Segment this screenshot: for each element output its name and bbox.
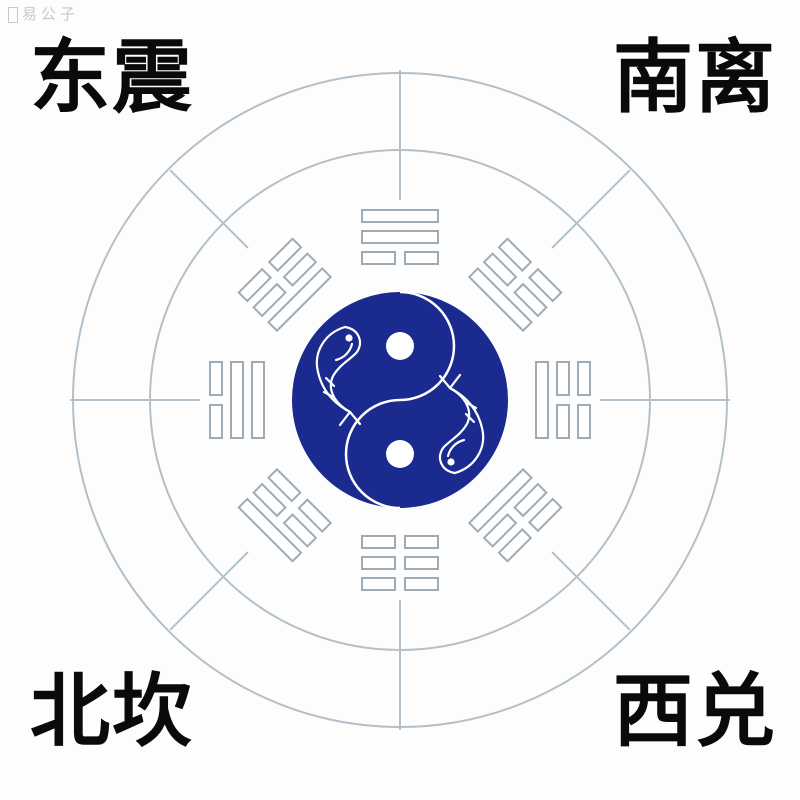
- trigram-line-broken: [282, 252, 318, 287]
- trigram-line-broken: [404, 251, 439, 265]
- trigram-line-broken: [361, 251, 396, 265]
- trigram-line-broken: [527, 497, 563, 533]
- trigram-line-broken: [404, 577, 439, 591]
- trigram-right: [535, 361, 591, 439]
- trigram-line-broken: [527, 267, 563, 303]
- trigram-line-broken: [209, 404, 223, 439]
- trigram-line-broken: [497, 527, 533, 563]
- direction-spokes: [70, 70, 730, 730]
- trigram-line-broken: [209, 361, 223, 396]
- trigram-line-solid: [361, 230, 439, 244]
- watermark-seal-icon: [8, 6, 18, 23]
- trigram-line-broken: [361, 556, 396, 570]
- trigram-line-broken: [237, 267, 273, 303]
- trigram-line-broken: [252, 282, 287, 318]
- trigram-top-left: [237, 237, 333, 333]
- trigram-line-solid: [535, 361, 549, 439]
- trigram-line-broken: [361, 535, 396, 549]
- trigram-line-broken: [577, 361, 591, 396]
- trigram-bottom-left: [237, 467, 333, 563]
- trigram-line-solid: [361, 209, 439, 223]
- trigram-line-broken: [404, 556, 439, 570]
- trigram-line-broken: [282, 513, 318, 548]
- taiji-divider: [344, 290, 456, 510]
- fish-right-icon: [438, 373, 485, 475]
- trigram-line-broken: [513, 482, 548, 518]
- trigram-line-broken: [267, 237, 303, 273]
- label-north-kan: 北坎: [30, 665, 194, 758]
- trigram-line-solid: [251, 361, 265, 439]
- spoke-bottom-left: [169, 551, 249, 631]
- taiji-eye-lower: [386, 440, 414, 468]
- trigram-line-broken: [556, 361, 570, 396]
- trigram-bottom: [361, 535, 439, 591]
- trigram-line-broken: [404, 535, 439, 549]
- trigram-top: [361, 209, 439, 265]
- watermark: 易公子: [8, 3, 79, 24]
- trigram-line-broken: [252, 482, 287, 518]
- trigram-line-solid: [467, 467, 533, 533]
- label-east-zhen: 东震: [30, 31, 194, 124]
- trigram-line-broken: [577, 404, 591, 439]
- trigram-top-right: [467, 237, 563, 333]
- spoke-top-right: [551, 169, 631, 249]
- trigram-line-broken: [482, 513, 518, 548]
- trigram-line-solid: [267, 267, 333, 333]
- trigram-line-broken: [361, 577, 396, 591]
- watermark-text: 易公子: [22, 5, 80, 23]
- trigram-line-broken: [482, 252, 518, 287]
- trigram-bottom-right: [467, 467, 563, 563]
- trigram-line-broken: [513, 282, 548, 318]
- trigram-line-broken: [267, 467, 302, 503]
- trigram-line-solid: [237, 497, 303, 563]
- taiji-eye-upper: [386, 332, 414, 360]
- trigram-line-solid: [230, 361, 244, 439]
- trigram-line-broken: [497, 237, 533, 273]
- trigram-line-solid: [467, 267, 533, 333]
- spoke-bottom-right: [551, 551, 631, 631]
- trigram-line-broken: [297, 498, 333, 533]
- label-west-dui: 西兑: [613, 665, 777, 758]
- trigram-ring: [209, 209, 591, 591]
- fish-left-icon: [315, 325, 362, 427]
- trigram-line-broken: [556, 404, 570, 439]
- trigram-left: [209, 361, 265, 439]
- label-south-li: 南离: [613, 31, 777, 124]
- taiji-symbol: [292, 290, 508, 510]
- spoke-top-left: [169, 169, 249, 249]
